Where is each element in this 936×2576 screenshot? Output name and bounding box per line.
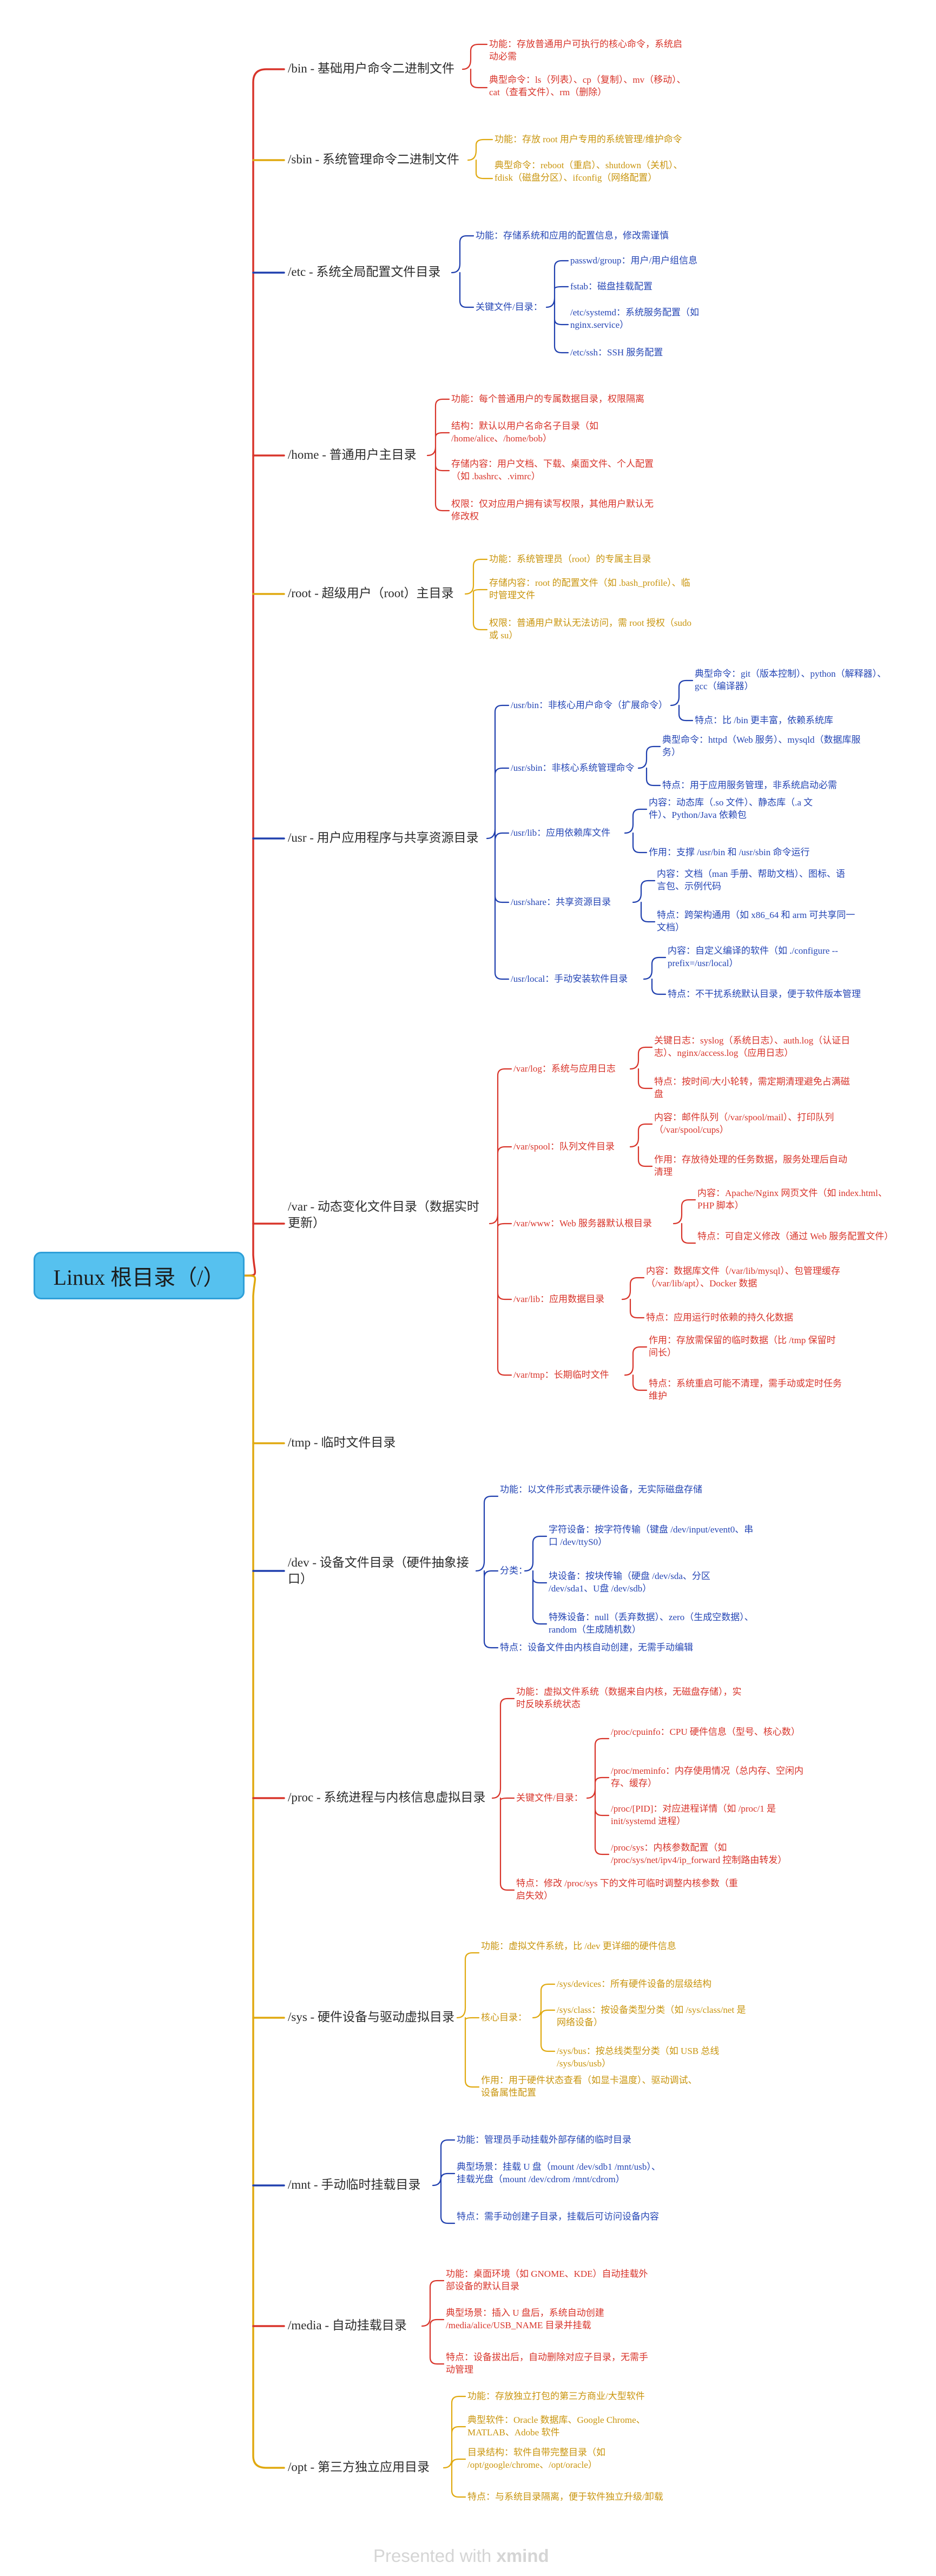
proc-feature[interactable]: 特点：修改 /proc/sys 下的文件可临时调整内核参数（重启失效） — [516, 1878, 738, 1901]
xmind-watermark: Presented with xmind — [373, 2546, 549, 2566]
media-feature[interactable]: 特点：设备拔出后，自动删除对应子目录，无需手动管理 — [446, 2352, 648, 2375]
var-lib[interactable]: /var/lib：应用数据目录 — [513, 1294, 605, 1304]
etc-key-systemd[interactable]: /etc/systemd：系统服务配置（如 nginx.service） — [570, 307, 699, 330]
mnt-scenario[interactable]: 典型场景：挂载 U 盘（mount /dev/sdb1 /mnt/usb）、挂载… — [457, 2162, 661, 2184]
opt-function[interactable]: 功能：存放独立打包的第三方商业/大型软件 — [467, 2391, 645, 2401]
var-log[interactable]: /var/log：系统与应用日志 — [513, 1064, 616, 1074]
usr-local-feature[interactable]: 特点：不干扰系统默认目录，便于软件版本管理 — [668, 989, 861, 999]
branch-sys[interactable]: /sys - 硬件设备与驱动虚拟目录 — [288, 2010, 454, 2024]
etc-key-files-label[interactable]: 关键文件/目录： — [476, 302, 543, 312]
proc-key-files-label[interactable]: 关键文件/目录： — [516, 1793, 583, 1803]
root-node[interactable]: Linux 根目录（/） — [34, 1252, 245, 1299]
usr-lib-role[interactable]: 作用：支撑 /usr/bin 和 /usr/sbin 命令运行 — [649, 847, 810, 857]
branch-etc[interactable]: /etc - 系统全局配置文件目录 — [288, 265, 441, 279]
usr-sbin-commands[interactable]: 典型命令：httpd（Web 服务）、mysqld（数据库服务） — [662, 735, 861, 757]
branch-opt[interactable]: /opt - 第三方独立应用目录 — [288, 2460, 430, 2474]
usr-bin-commands[interactable]: 典型命令：git（版本控制）、python（解释器）、gcc（编译器） — [695, 669, 887, 691]
usr-lib-content[interactable]: 内容：动态库（.so 文件）、静态库（.a 文件）、Python/Java 依赖… — [649, 797, 813, 820]
usr-sbin[interactable]: /usr/sbin：非核心系统管理命令 — [511, 763, 635, 773]
dev-feature[interactable]: 特点：设备文件由内核自动创建，无需手动编辑 — [500, 1642, 693, 1653]
usr-bin-feature[interactable]: 特点：比 /bin 更丰富，依赖系统库 — [695, 715, 833, 725]
usr-local[interactable]: /usr/local：手动安装软件目录 — [511, 974, 628, 984]
branch-home[interactable]: /home - 普通用户主目录 — [288, 448, 417, 461]
mnt-function[interactable]: 功能：管理员手动挂载外部存储的临时目录 — [457, 2135, 631, 2145]
dev-char-devices[interactable]: 字符设备：按字符传输（键盘 /dev/input/event0、串口 /dev/… — [549, 1524, 754, 1547]
home-function[interactable]: 功能：每个普通用户的专属数据目录，权限隔离 — [451, 394, 644, 404]
dev-block-devices[interactable]: 块设备：按块传输（硬盘 /dev/sda、分区 /dev/sda1、U盘 /de… — [549, 1571, 710, 1594]
branch-media[interactable]: /media - 自动挂载目录 — [288, 2319, 407, 2332]
home-permission[interactable]: 权限：仅对应用户拥有读写权限，其他用户默认无修改权 — [451, 499, 654, 521]
root-function[interactable]: 功能：系统管理员（root）的专属主目录 — [489, 554, 651, 564]
usr-share-content[interactable]: 内容：文档（man 手册、帮助文档）、图标、语言包、示例代码 — [657, 869, 846, 891]
usr-local-content[interactable]: 内容：自定义编译的软件（如 ./configure --prefix=/usr/… — [668, 946, 838, 968]
branch-root-home[interactable]: /root - 超级用户（root）主目录 — [288, 586, 454, 600]
branch-proc[interactable]: /proc - 系统进程与内核信息虚拟目录 — [288, 1791, 486, 1804]
watermark-prefix: Presented with — [373, 2546, 497, 2566]
proc-pid[interactable]: /proc/[PID]：对应进程详情（如 /proc/1 是 init/syst… — [611, 1804, 776, 1826]
branch-tmp[interactable]: /tmp - 临时文件目录 — [288, 1436, 396, 1449]
opt-software[interactable]: 典型软件：Oracle 数据库、Google Chrome、MATLAB、Ado… — [467, 2415, 645, 2438]
usr-share-feature[interactable]: 特点：跨架构通用（如 x86_64 和 arm 可共享同一文档） — [657, 910, 855, 933]
sys-devices[interactable]: /sys/devices：所有硬件设备的层级结构 — [557, 1979, 712, 1989]
home-storage[interactable]: 存储内容：用户文档、下载、桌面文件、个人配置（如 .bashrc、.vimrc） — [451, 459, 654, 481]
media-function[interactable]: 功能：桌面环境（如 GNOME、KDE）自动挂载外部设备的默认目录 — [446, 2269, 648, 2291]
sys-function[interactable]: 功能：虚拟文件系统，比 /dev 更详细的硬件信息 — [481, 1941, 676, 1951]
branch-bin[interactable]: /bin - 基础用户命令二进制文件 — [288, 62, 454, 75]
etc-key-passwd[interactable]: passwd/group：用户/用户组信息 — [570, 255, 698, 266]
root-permission[interactable]: 权限：普通用户默认无法访问，需 root 授权（sudo 或 su） — [489, 618, 691, 640]
sys-bus[interactable]: /sys/bus：按总线类型分类（如 USB 总线 /sys/bus/usb） — [557, 2046, 720, 2069]
var-www-feature[interactable]: 特点：可自定义修改（通过 Web 服务配置文件） — [697, 1231, 894, 1241]
mnt-feature[interactable]: 特点：需手动创建子目录，挂载后可访问设备内容 — [457, 2211, 659, 2222]
media-scenario[interactable]: 典型场景：插入 U 盘后，系统自动创建 /media/alice/USB_NAM… — [446, 2308, 604, 2330]
var-tmp[interactable]: /var/tmp：长期临时文件 — [513, 1370, 609, 1380]
var-spool[interactable]: /var/spool：队列文件目录 — [513, 1141, 615, 1152]
sys-class[interactable]: /sys/class：按设备类型分类（如 /sys/class/net 是网络设… — [557, 2005, 746, 2027]
var-www-content[interactable]: 内容：Apache/Nginx 网页文件（如 index.html、PHP 脚本… — [697, 1188, 887, 1211]
dev-function[interactable]: 功能：以文件形式表示硬件设备，无实际磁盘存储 — [500, 1484, 702, 1495]
branch-sbin[interactable]: /sbin - 系统管理命令二进制文件 — [288, 153, 459, 166]
var-www[interactable]: /var/www：Web 服务器默认根目录 — [513, 1218, 652, 1228]
proc-sys[interactable]: /proc/sys：内核参数配置（如 /proc/sys/net/ipv4/ip… — [611, 1842, 787, 1865]
opt-feature[interactable]: 特点：与系统目录隔离，便于软件独立升级/卸载 — [467, 2492, 663, 2502]
sbin-function[interactable]: 功能：存放 root 用户专用的系统管理/维护命令 — [495, 134, 682, 144]
var-lib-feature[interactable]: 特点：应用运行时依赖的持久化数据 — [646, 1312, 793, 1323]
branch-mnt[interactable]: /mnt - 手动临时挂载目录 — [288, 2178, 421, 2191]
bin-function[interactable]: 功能：存放普通用户可执行的核心命令，系统启动必需 — [489, 39, 682, 62]
sys-core-dirs-label[interactable]: 核心目录： — [481, 2012, 527, 2023]
etc-function[interactable]: 功能：存储系统和应用的配置信息，修改需谨慎 — [476, 230, 669, 241]
usr-share[interactable]: /usr/share：共享资源目录 — [511, 897, 611, 907]
etc-key-ssh[interactable]: /etc/ssh：SSH 服务配置 — [570, 347, 663, 358]
var-spool-content[interactable]: 内容：邮件队列（/var/spool/mail）、打印队列（/var/spool… — [654, 1112, 834, 1135]
dev-special-devices[interactable]: 特殊设备：null（丢弃数据）、zero（生成空数据）、random（生成随机数… — [549, 1612, 754, 1635]
bin-examples[interactable]: 典型命令：ls（列表）、cp（复制）、mv（移动）、cat（查看文件）、rm（删… — [489, 75, 686, 97]
sys-role[interactable]: 作用：用于硬件状态查看（如显卡温度）、驱动调试、设备属性配置 — [481, 2075, 697, 2098]
opt-structure[interactable]: 目录结构：软件自带完整目录（如 /opt/google/chrome、/opt/… — [467, 2447, 605, 2470]
var-tmp-feature[interactable]: 特点：系统重启可能不清理，需手动或定时任务维护 — [649, 1378, 842, 1401]
var-spool-role[interactable]: 作用：存放待处理的任务数据，服务处理后自动清理 — [654, 1154, 847, 1177]
usr-lib[interactable]: /usr/lib：应用依赖库文件 — [511, 828, 611, 838]
branch-var[interactable]: /var - 动态变化文件目录（数据实时更新） — [288, 1200, 479, 1230]
dev-classification[interactable]: 分类： — [500, 1566, 528, 1576]
home-structure[interactable]: 结构：默认以用户名命名子目录（如 /home/alice、/home/bob） — [451, 421, 598, 444]
branch-usr[interactable]: /usr - 用户应用程序与共享资源目录 — [288, 831, 479, 844]
root-storage[interactable]: 存储内容：root 的配置文件（如 .bash_profile）、临时管理文件 — [489, 578, 690, 600]
branch-dev[interactable]: /dev - 设备文件目录（硬件抽象接口） — [288, 1556, 469, 1586]
etc-key-fstab[interactable]: fstab：磁盘挂载配置 — [570, 281, 653, 292]
var-tmp-role[interactable]: 作用：存放需保留的临时数据（比 /tmp 保留时间长） — [649, 1335, 836, 1358]
var-lib-content[interactable]: 内容：数据库文件（/var/lib/mysql）、包管理缓存（/var/lib/… — [646, 1266, 840, 1289]
usr-bin[interactable]: /usr/bin：非核心用户命令（扩展命令） — [511, 700, 668, 710]
proc-cpuinfo[interactable]: /proc/cpuinfo：CPU 硬件信息（型号、核心数） — [611, 1727, 800, 1737]
proc-meminfo[interactable]: /proc/meminfo：内存使用情况（总内存、空闲内存、缓存） — [611, 1766, 804, 1788]
var-log-feature[interactable]: 特点：按时间/大小轮转，需定期清理避免占满磁盘 — [654, 1076, 850, 1099]
usr-sbin-feature[interactable]: 特点：用于应用服务管理，非系统启动必需 — [662, 780, 837, 790]
watermark-brand: xmind — [496, 2546, 549, 2566]
proc-function[interactable]: 功能：虚拟文件系统（数据来自内核，无磁盘存储），实时反映系统状态 — [516, 1687, 742, 1709]
var-log-key[interactable]: 关键日志：syslog（系统日志）、auth.log（认证日志）、nginx/a… — [654, 1035, 851, 1058]
sbin-examples[interactable]: 典型命令：reboot（重启）、shutdown（关机）、fdisk（磁盘分区）… — [495, 160, 683, 183]
